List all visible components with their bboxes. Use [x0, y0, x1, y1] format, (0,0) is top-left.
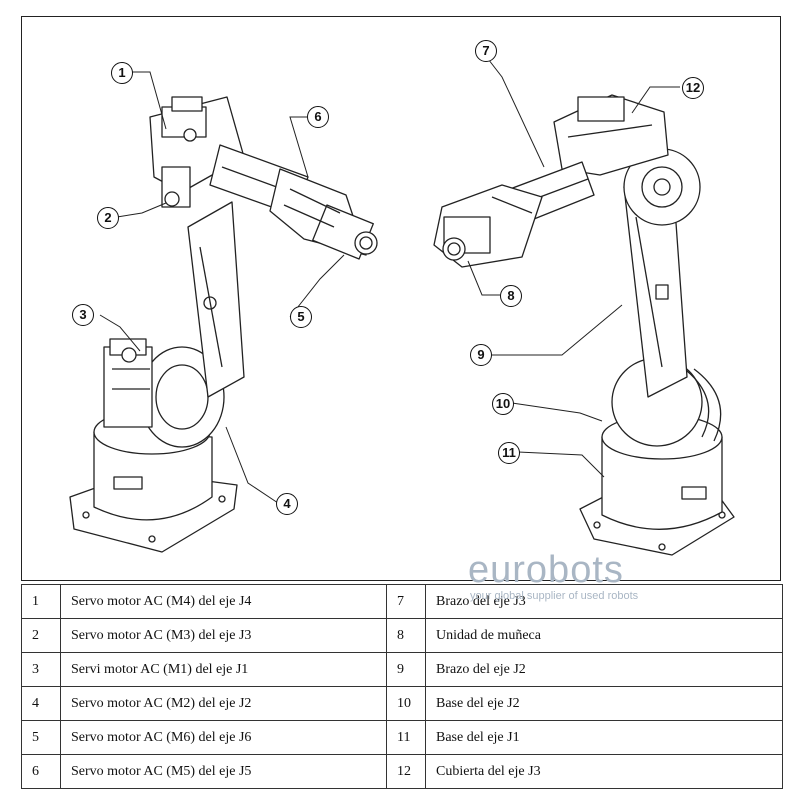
callout-3: 3 — [72, 304, 94, 326]
legend-number: 6 — [21, 754, 61, 789]
legend-number: 12 — [386, 754, 426, 789]
legend-row: 1 Servo motor AC (M4) del eje J4 7 Brazo… — [21, 584, 783, 619]
legend-description: Base del eje J2 — [425, 686, 783, 721]
legend-row: 2 Servo motor AC (M3) del eje J3 8 Unida… — [21, 618, 783, 653]
legend-description: Unidad de muñeca — [425, 618, 783, 653]
callout-2: 2 — [97, 207, 119, 229]
legend-description: Base del eje J1 — [425, 720, 783, 755]
legend-number: 7 — [386, 584, 426, 619]
robot-drawings — [69, 54, 735, 556]
callout-10: 10 — [492, 393, 514, 415]
legend-table: 1 Servo motor AC (M4) del eje J4 7 Brazo… — [21, 584, 783, 789]
callout-12: 12 — [682, 77, 704, 99]
callout-4: 4 — [276, 493, 298, 515]
legend-description: Servo motor AC (M3) del eje J3 — [60, 618, 387, 653]
legend-description: Servo motor AC (M4) del eje J4 — [60, 584, 387, 619]
legend-number: 2 — [21, 618, 61, 653]
legend-row: 3 Servi motor AC (M1) del eje J1 9 Brazo… — [21, 652, 783, 687]
right-robot — [433, 94, 735, 556]
legend-number: 1 — [21, 584, 61, 619]
legend-row: 6 Servo motor AC (M5) del eje J5 12 Cubi… — [21, 754, 783, 789]
robot-diagram: 1 2 3 4 5 6 7 8 9 10 11 12 — [21, 16, 781, 581]
legend-number: 11 — [386, 720, 426, 755]
legend-number: 4 — [21, 686, 61, 721]
legend-description: Cubierta del eje J3 — [425, 754, 783, 789]
callout-1: 1 — [111, 62, 133, 84]
callout-8: 8 — [500, 285, 522, 307]
legend-description: Brazo del eje J2 — [425, 652, 783, 687]
legend-number: 9 — [386, 652, 426, 687]
legend-number: 8 — [386, 618, 426, 653]
callout-9: 9 — [470, 344, 492, 366]
legend-description: Servo motor AC (M5) del eje J5 — [60, 754, 387, 789]
callout-7: 7 — [475, 40, 497, 62]
callout-6: 6 — [307, 106, 329, 128]
legend-row: 4 Servo motor AC (M2) del eje J2 10 Base… — [21, 686, 783, 721]
legend-row: 5 Servo motor AC (M6) del eje J6 11 Base… — [21, 720, 783, 755]
legend-description: Brazo del eje J3 — [425, 584, 783, 619]
legend-number: 3 — [21, 652, 61, 687]
legend-description: Servi motor AC (M1) del eje J1 — [60, 652, 387, 687]
leader-lines — [99, 54, 680, 504]
left-robot — [69, 96, 378, 553]
callout-5: 5 — [290, 306, 312, 328]
legend-description: Servo motor AC (M6) del eje J6 — [60, 720, 387, 755]
legend-description: Servo motor AC (M2) del eje J2 — [60, 686, 387, 721]
legend-number: 5 — [21, 720, 61, 755]
legend-number: 10 — [386, 686, 426, 721]
callout-11: 11 — [498, 442, 520, 464]
